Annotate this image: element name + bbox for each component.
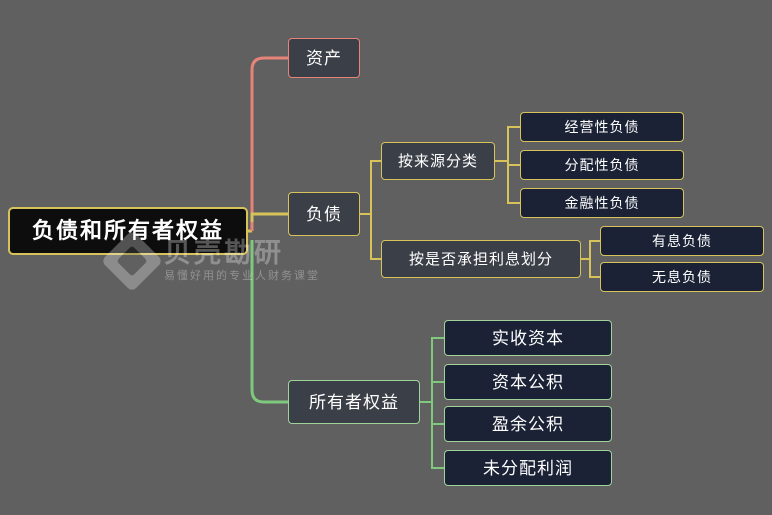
leaf-node-interest-bearing-liability-label: 有息负债 xyxy=(652,233,712,249)
leaf-node-paid-in-capital-label: 实收资本 xyxy=(492,328,564,348)
leaf-node-operating-liability-label: 经营性负债 xyxy=(564,119,640,135)
branch-node-liability[interactable]: 负债 xyxy=(288,192,360,236)
leaf-node-undistributed-profit[interactable]: 未分配利润 xyxy=(444,450,612,486)
branch-node-asset-label: 资产 xyxy=(306,48,342,68)
root-node-label: 负债和所有者权益 xyxy=(31,218,224,243)
root-node[interactable]: 负债和所有者权益 xyxy=(8,207,248,255)
group-node-by-source-label: 按来源分类 xyxy=(397,152,478,170)
leaf-node-capital-reserve-label: 资本公积 xyxy=(492,372,564,392)
leaf-node-non-interest-bearing-liability[interactable]: 无息负债 xyxy=(600,262,764,292)
leaf-node-distributive-liability[interactable]: 分配性负债 xyxy=(520,150,684,180)
branch-node-asset[interactable]: 资产 xyxy=(288,38,360,78)
group-node-by-interest[interactable]: 按是否承担利息划分 xyxy=(381,240,581,278)
leaf-node-financial-liability-label: 金融性负债 xyxy=(564,195,640,211)
leaf-node-operating-liability[interactable]: 经营性负债 xyxy=(520,112,684,142)
branch-node-equity-label: 所有者权益 xyxy=(309,392,399,412)
leaf-node-non-interest-bearing-liability-label: 无息负债 xyxy=(652,269,712,285)
leaf-node-undistributed-profit-label: 未分配利润 xyxy=(483,458,573,478)
leaf-node-interest-bearing-liability[interactable]: 有息负债 xyxy=(600,226,764,256)
leaf-node-surplus-reserve[interactable]: 盈余公积 xyxy=(444,406,612,442)
leaf-node-distributive-liability-label: 分配性负债 xyxy=(564,157,640,173)
watermark-sub-text: 易懂好用的专业人财务课堂 xyxy=(164,270,320,282)
leaf-node-paid-in-capital[interactable]: 实收资本 xyxy=(444,320,612,356)
leaf-node-capital-reserve[interactable]: 资本公积 xyxy=(444,364,612,400)
leaf-node-surplus-reserve-label: 盈余公积 xyxy=(492,414,564,434)
group-node-by-interest-label: 按是否承担利息划分 xyxy=(408,250,553,268)
branch-node-liability-label: 负债 xyxy=(306,204,342,224)
branch-node-equity[interactable]: 所有者权益 xyxy=(288,380,420,424)
group-node-by-source[interactable]: 按来源分类 xyxy=(381,142,495,180)
leaf-node-financial-liability[interactable]: 金融性负债 xyxy=(520,188,684,218)
